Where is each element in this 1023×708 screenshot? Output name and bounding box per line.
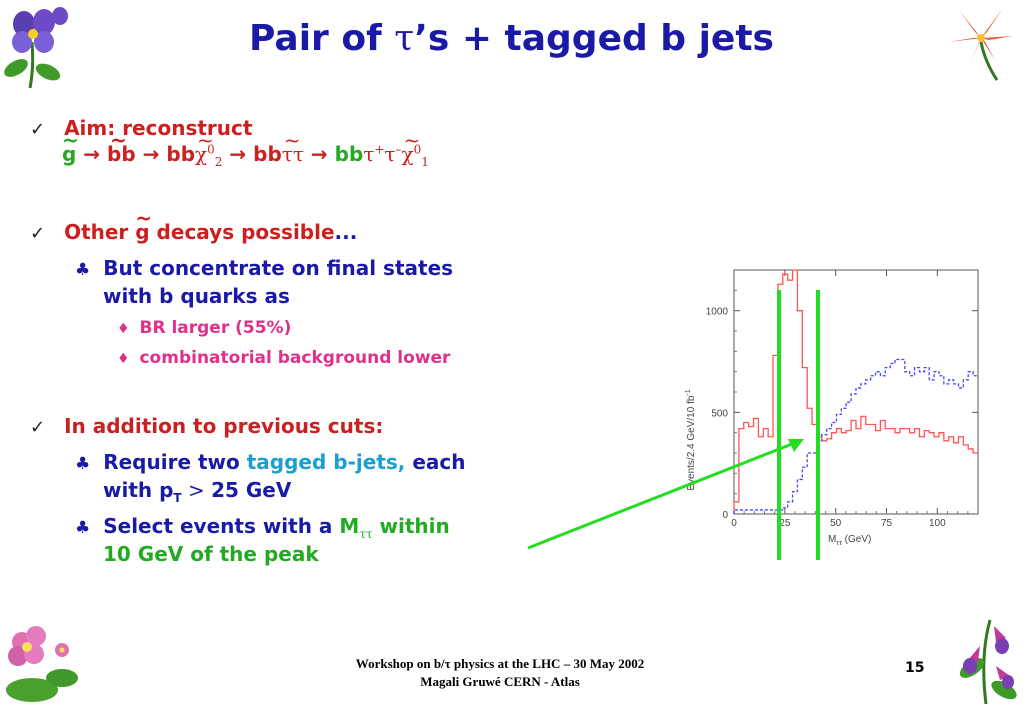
lily-flower-icon [949, 8, 1013, 81]
sub-sub-bullet-combo: ♦ combinatorial background lower [117, 348, 451, 368]
footer-workshop: Workshop on b/τ physics at the LHC – 30 … [355, 656, 645, 671]
y-tick-label: 1000 [706, 307, 729, 318]
violet-flower-icon [4, 7, 68, 89]
sub-bullet-select: ♣ Select events with a Mττ within [75, 514, 450, 541]
chart-xlabel: Mττ (GeV) [828, 534, 871, 547]
check-icon: ✓ [30, 119, 46, 140]
pink-flower-icon [6, 626, 78, 702]
check-icon: ✓ [30, 417, 46, 438]
arrow-head-icon [788, 439, 804, 452]
y-tick-label: 0 [722, 510, 728, 521]
bullet-addition: ✓ In addition to previous cuts: [30, 414, 384, 438]
sub-sub-bullet-br: ♦ BR larger (55%) [117, 318, 292, 338]
purple-fuchsia-icon [959, 619, 1017, 705]
page-number: 15 [905, 660, 925, 676]
y-tick-label: 500 [711, 408, 728, 419]
background-histogram [733, 358, 978, 514]
club-icon: ♣ [75, 518, 91, 538]
diamond-icon: ♦ [117, 351, 130, 367]
club-icon: ♣ [75, 260, 91, 280]
check-icon: ✓ [30, 223, 46, 244]
signal-histogram [733, 269, 978, 514]
diamond-icon: ♦ [117, 321, 130, 337]
x-tick-label: 25 [779, 518, 791, 529]
x-tick-label: 75 [881, 518, 893, 529]
sub-bullet-select-cont: 10 GeV of the peak [103, 542, 319, 566]
x-tick-label: 100 [929, 518, 946, 529]
footer-author: Magali Gruwé CERN - Atlas [420, 674, 580, 689]
bullet-other-decays: ✓ Other ~g decays possible... [30, 206, 358, 244]
sub-bullet-concentrate: ♣ But concentrate on final states [75, 256, 454, 280]
decay-chain: ~g → ~bb → bb~χ02 → bb~ττ → bbτ+τ–~χ01 [62, 128, 429, 169]
sub-bullet-require-cont: with pT > 25 GeV [103, 478, 292, 505]
club-icon: ♣ [75, 454, 91, 474]
pointer-arrow [527, 442, 793, 550]
chart-ylabel: Events/2.4 GeV/10 fb-1 [685, 389, 697, 490]
x-tick-label: 50 [830, 518, 842, 529]
x-tick-label: 0 [731, 518, 737, 529]
bullet-aim: ✓ Aim: reconstruct [30, 116, 253, 140]
page-title: Pair of τ’s + tagged b jets [249, 18, 774, 59]
sub-bullet-require: ♣ Require two tagged b-jets, each [75, 450, 466, 474]
sub-bullet-concentrate-cont: with b quarks as [103, 284, 290, 308]
